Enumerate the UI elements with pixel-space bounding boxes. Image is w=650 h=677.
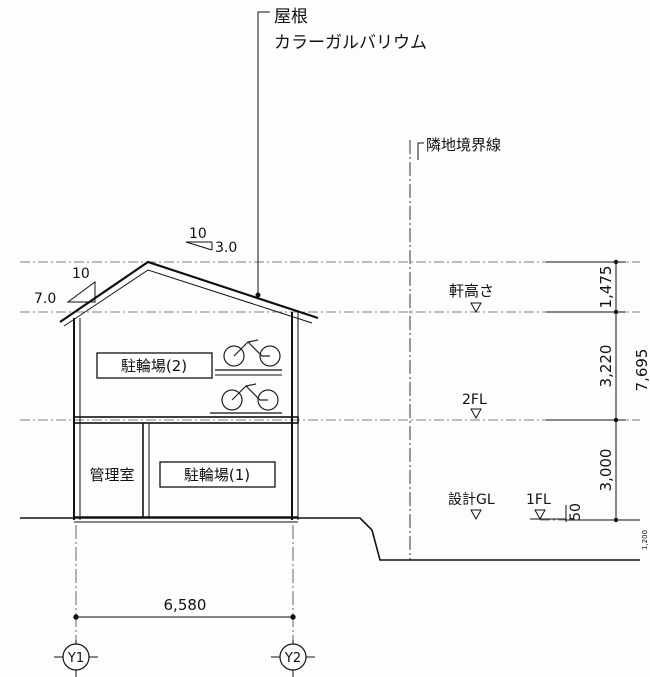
dim-gl-to-2fl: 3,000 <box>597 449 615 492</box>
roof-material: カラーガルバリウム <box>274 33 427 53</box>
dim-2fl-to-eave: 3,220 <box>597 345 615 388</box>
level-label-2fl: 2FL <box>462 392 487 408</box>
room-label-parking-lower: 駐輪場(1) <box>184 466 250 484</box>
svg-text:10: 10 <box>189 226 207 242</box>
ground-line <box>20 517 640 561</box>
dim-small-right: 1,200 <box>641 530 649 550</box>
level-marker-2fl <box>470 408 482 420</box>
svg-text:Y1: Y1 <box>67 651 84 666</box>
roof-leader-dot <box>255 292 261 298</box>
boundary-label: 隣地境界線 <box>426 136 501 154</box>
boundary-leader <box>417 142 424 160</box>
roof-label: 屋根 <box>274 7 308 27</box>
pitch-symbol-eave: 10 7.0 <box>34 266 96 307</box>
grid-bubble-y1: Y1 <box>54 640 98 677</box>
dim-total-height: 7,695 <box>633 349 650 392</box>
svg-text:3.0: 3.0 <box>215 240 237 256</box>
svg-text:7.0: 7.0 <box>34 291 56 307</box>
svg-text:10: 10 <box>72 266 90 282</box>
level-label-1fl: 1FL <box>526 492 551 508</box>
dim-gl-to-1fl: 50 <box>568 503 584 521</box>
level-marker-eave <box>470 302 482 314</box>
level-marker-gl <box>470 509 482 521</box>
vertical-dimension-chain <box>546 261 640 522</box>
room-label-office: 管理室 <box>89 466 134 484</box>
room-box-parking-lower <box>159 461 276 488</box>
room-box-parking-upper <box>96 352 213 379</box>
grid-bubble-y2: Y2 <box>271 640 315 677</box>
room-label-parking-upper: 駐輪場(2) <box>121 357 187 375</box>
level-label-eave: 軒高さ <box>449 282 494 300</box>
level-marker-1fl <box>534 509 546 521</box>
level-label-gl: 設計GL <box>448 492 495 508</box>
dim-width: 6,580 <box>164 596 207 614</box>
pitch-symbol-main: 10 3.0 <box>185 226 237 256</box>
horizontal-dimension <box>73 614 296 620</box>
svg-text:Y2: Y2 <box>284 651 301 666</box>
bicycle-icon <box>221 339 281 411</box>
roof-leader <box>257 11 270 295</box>
dimension-dots <box>613 259 619 523</box>
dim-eave-to-top: 1,475 <box>597 266 615 309</box>
grid-axis-lines <box>75 525 294 640</box>
